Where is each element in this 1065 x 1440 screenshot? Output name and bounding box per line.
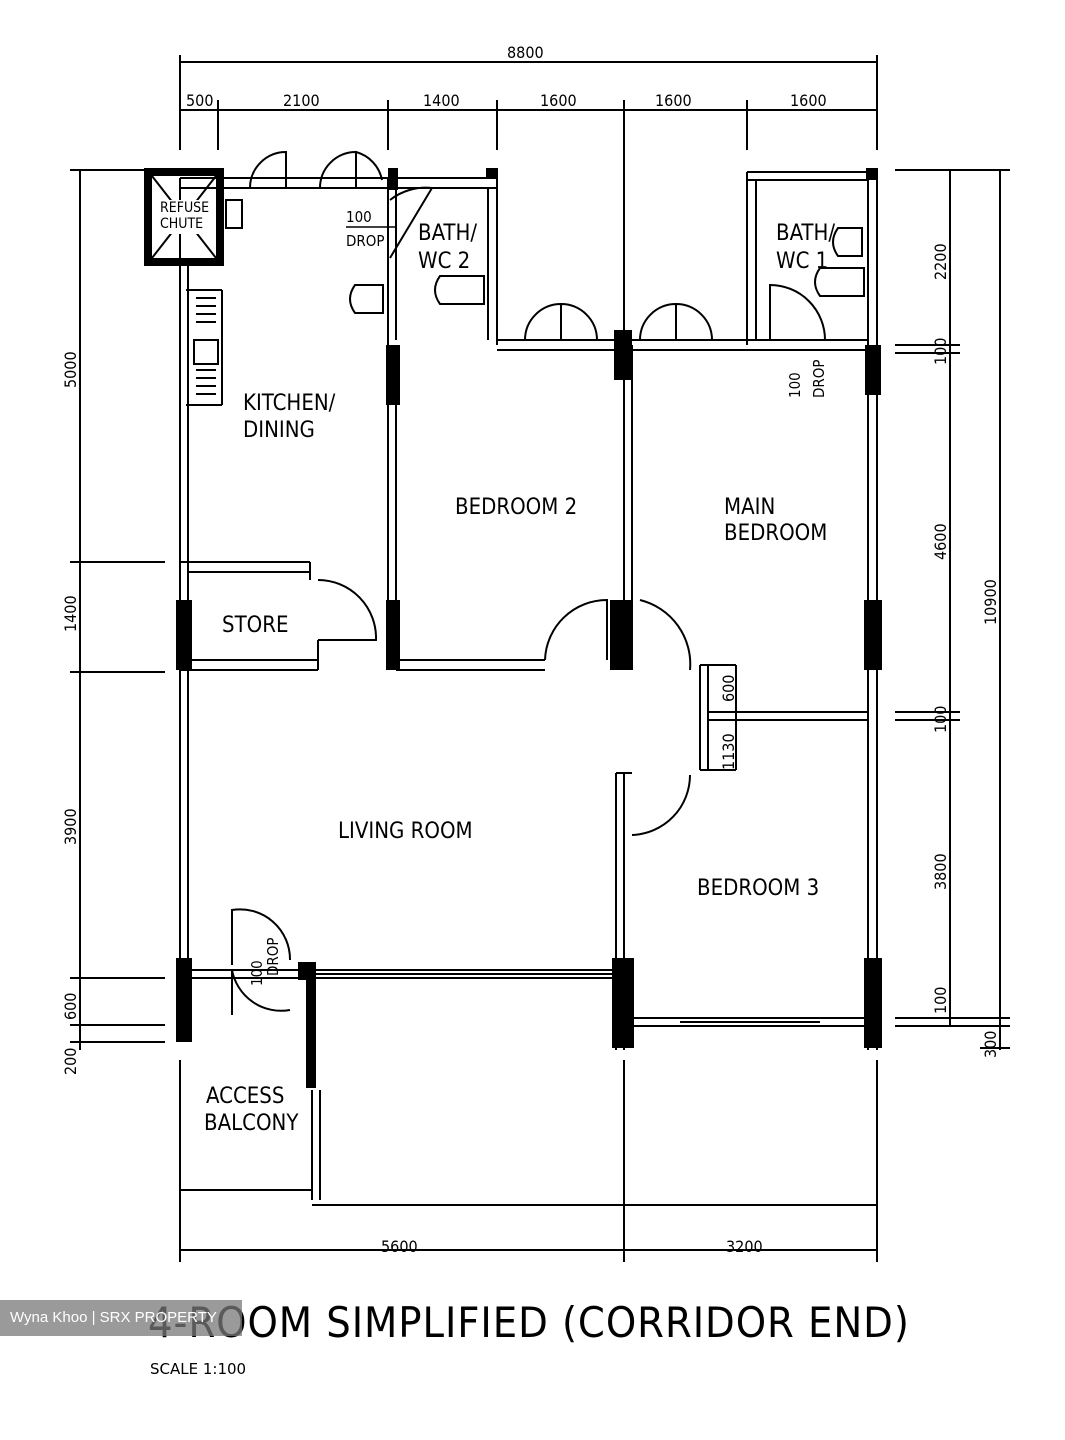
dim-top-2100: 2100 [283,91,320,110]
dim-top-1600a: 1600 [540,91,577,110]
refuse-chute-label-1: REFUSE [160,200,209,216]
drop-wc1-label: DROP [810,359,828,398]
dim-inner-600: 600 [719,675,738,702]
dim-right-4600: 4600 [931,523,950,560]
dim-right-3800: 3800 [931,853,950,890]
dim-left-600: 600 [61,993,80,1020]
dim-top-1600c: 1600 [790,91,827,110]
bath-wc2-label-1: BATH/ [418,221,477,246]
dim-top-total: 8800 [507,43,544,62]
bath-wc2-label-2: WC 2 [418,249,470,274]
dim-right-total: 10900 [981,579,1000,625]
bedroom3-label: BEDROOM 3 [697,876,819,901]
dim-left-5000: 5000 [61,351,80,388]
access-balcony-label-1: ACCESS [206,1084,284,1109]
kitchen-label-1: KITCHEN/ [243,391,336,416]
kitchen-label-2: DINING [243,418,315,443]
bath-wc1-label-2: WC 1 [776,249,828,274]
bedroom2-label: BEDROOM 2 [455,495,577,520]
dim-left-200: 200 [61,1048,80,1075]
floor-plan: REFUSE CHUTE BATH/ WC 2 BATH/ WC 1 KITCH… [61,43,1010,1262]
dim-inner-1130: 1130 [719,733,738,770]
plan-title: 4-ROOM SIMPLIFIED (CORRIDOR END) [148,1298,910,1347]
drop-balcony-value: 100 [248,960,266,986]
drop-balcony-label: DROP [264,937,282,976]
dim-left-1400: 1400 [61,595,80,632]
access-balcony-label-2: BALCONY [204,1111,299,1136]
main-bedroom-label-1: MAIN [724,495,775,520]
dim-bottom-3200: 3200 [726,1237,763,1256]
store-label: STORE [222,613,288,638]
refuse-chute-label-2: CHUTE [160,216,203,232]
dim-top-500: 500 [186,91,213,110]
dim-right-100a: 100 [931,338,950,365]
drop-wc2-value: 100 [346,208,372,226]
dim-right-100b: 100 [931,706,950,733]
main-bedroom-label-2: BEDROOM [724,521,827,546]
plan-scale: SCALE 1:100 [150,1360,247,1378]
dim-bottom-5600: 5600 [381,1237,418,1256]
dim-top-1400: 1400 [423,91,460,110]
dim-top-1600b: 1600 [655,91,692,110]
dim-right-100c: 100 [931,987,950,1014]
dim-left-3900: 3900 [61,808,80,845]
dim-right-2200: 2200 [931,243,950,280]
bath-wc1-label-1: BATH/ [776,221,835,246]
drop-wc2-label: DROP [346,232,385,250]
watermark-badge: Wyna Khoo | SRX PROPERTY [0,1300,242,1336]
drop-wc1-value: 100 [786,372,804,398]
living-room-label: LIVING ROOM [338,819,473,844]
dim-right-300: 300 [981,1031,1000,1058]
